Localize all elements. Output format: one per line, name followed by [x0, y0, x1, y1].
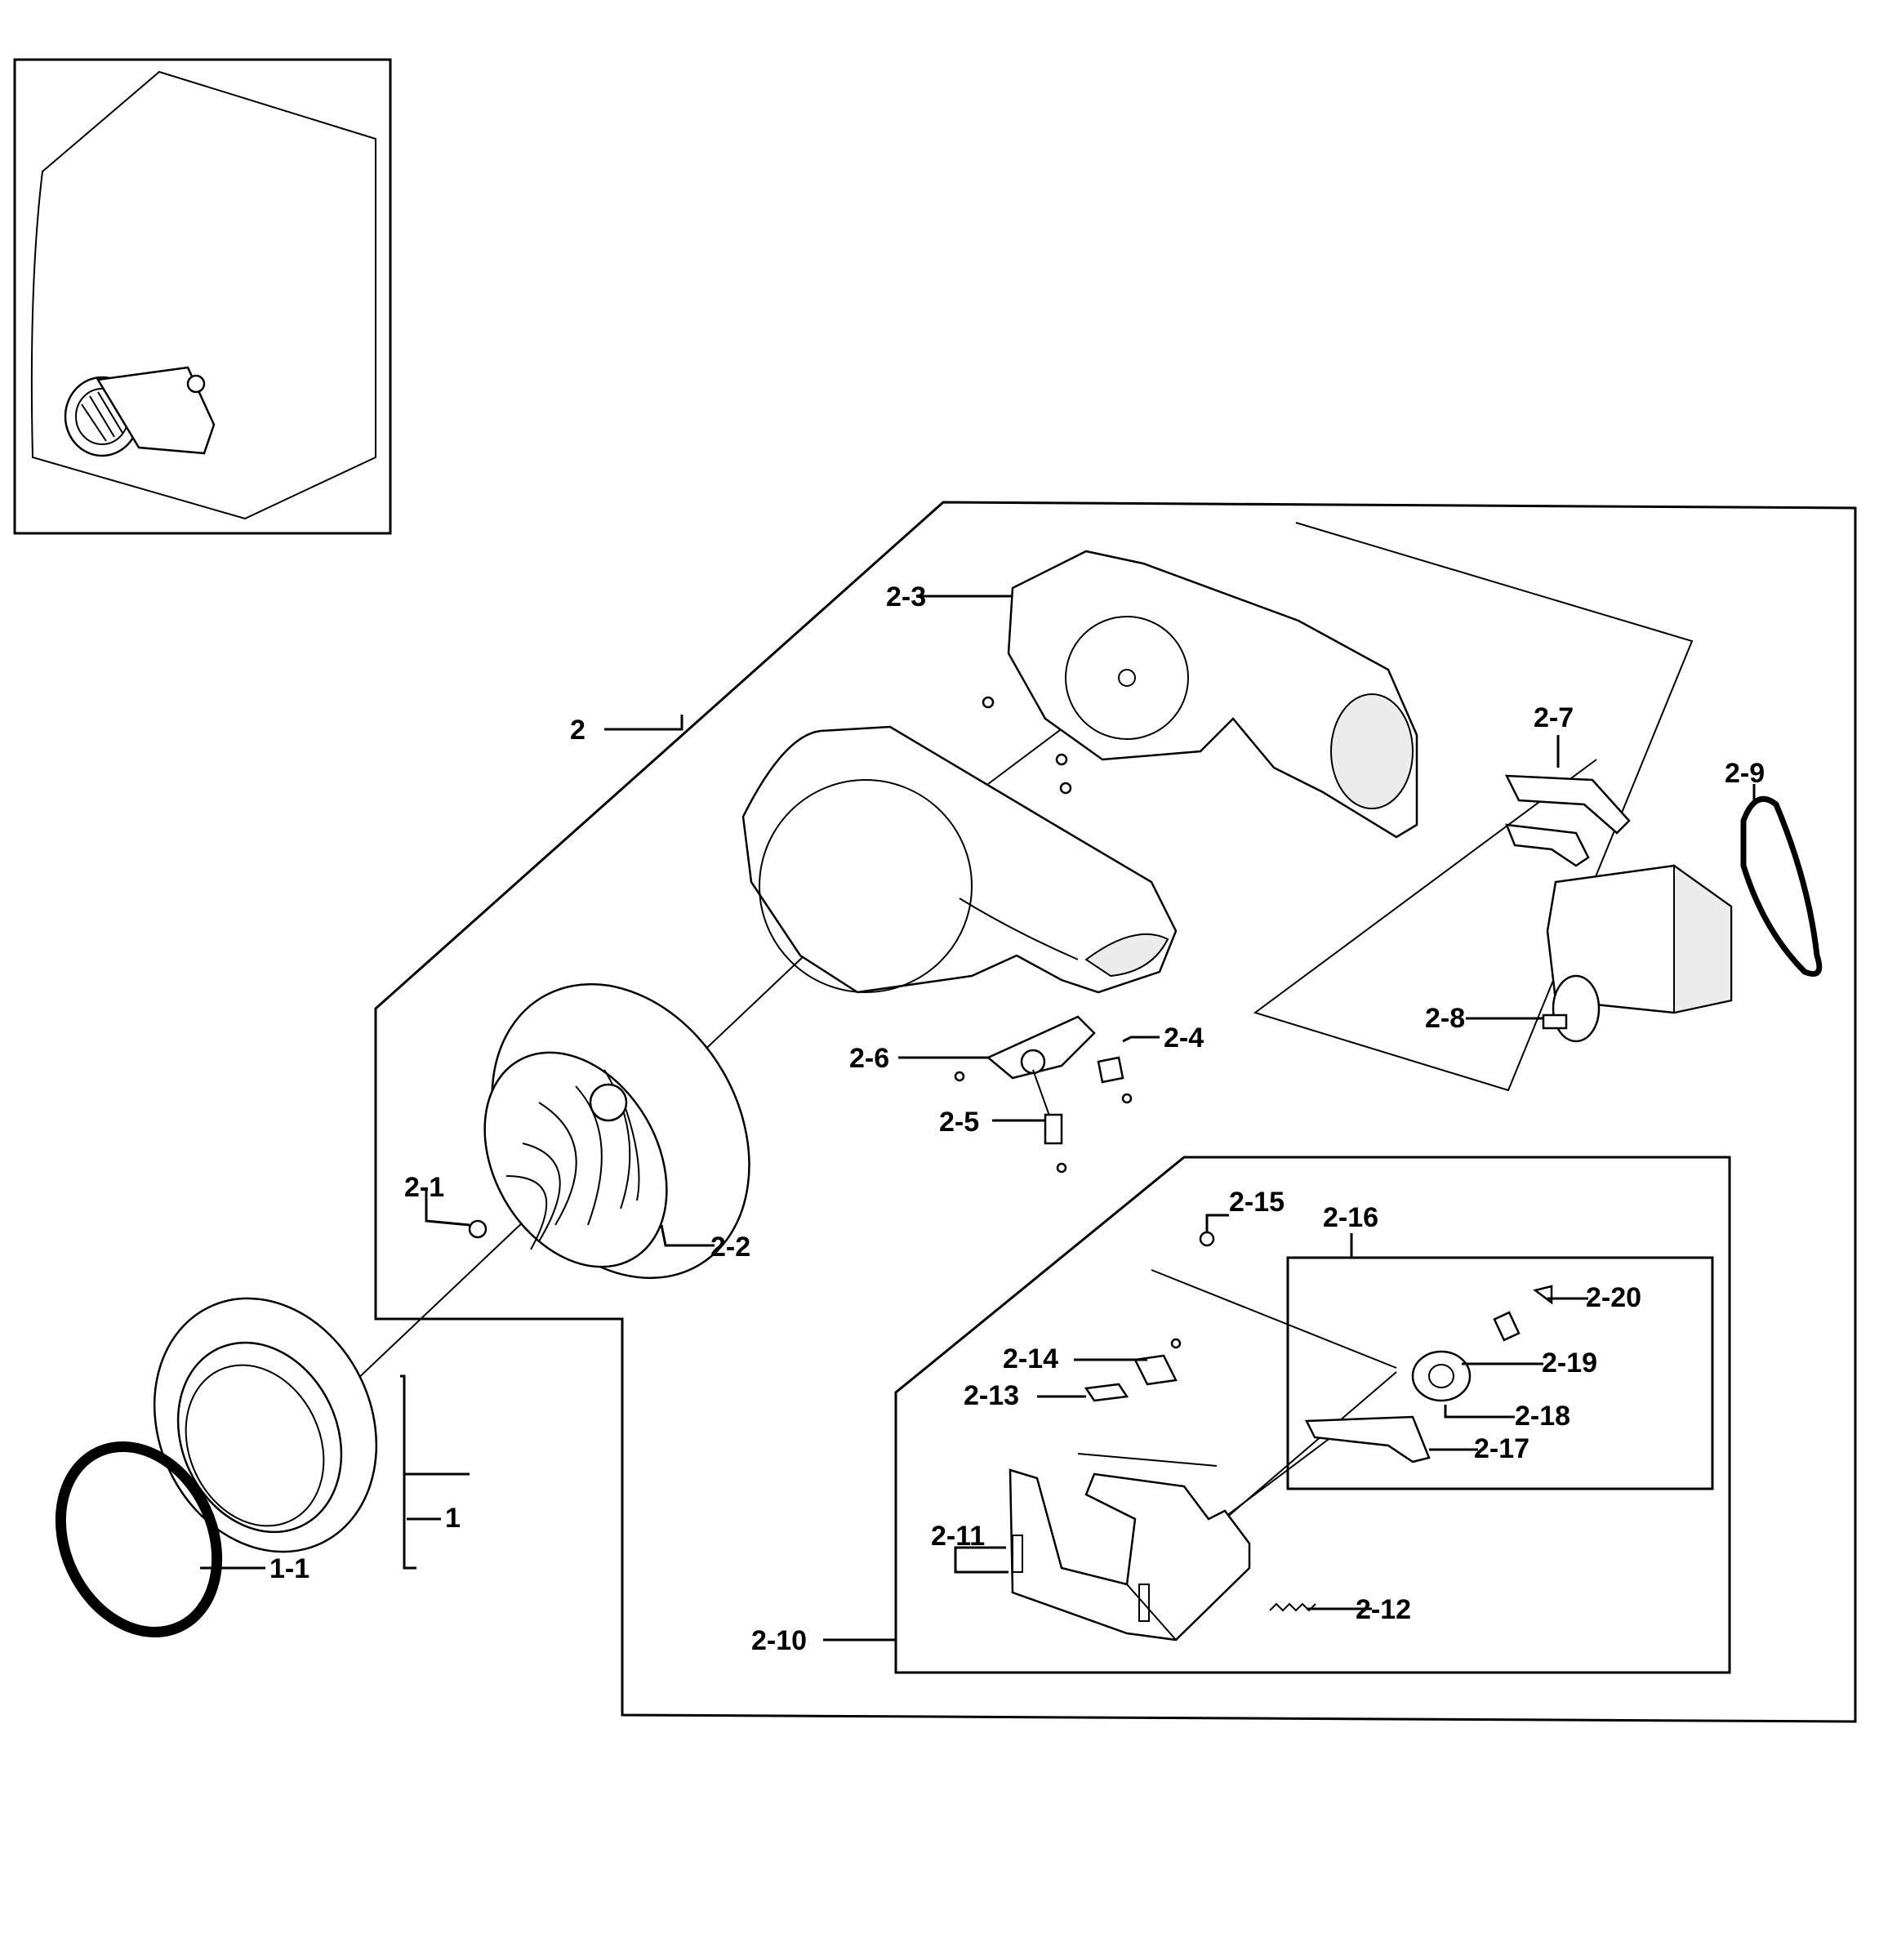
mount-screw [1199, 1231, 1215, 1247]
locator-inset [13, 58, 392, 535]
label-2-12: 2-12 [1356, 1594, 1411, 1625]
label-2-16: 2-16 [1323, 1202, 1378, 1233]
label-2-19: 2-19 [1542, 1348, 1597, 1379]
locator-inset-frame [13, 58, 392, 535]
gasket-ring [55, 1441, 223, 1638]
impeller-fan [483, 982, 750, 1280]
label-2-18: 2-18 [1515, 1401, 1570, 1432]
label-2-15: 2-15 [1229, 1187, 1285, 1218]
leader-lines [200, 595, 1756, 1642]
subassembly-2-10-boundary [894, 1156, 1731, 1674]
idler-pulley-assembly [1305, 1285, 1553, 1463]
label-1: 1 [445, 1503, 461, 1534]
label-2-8: 2-8 [1425, 1003, 1465, 1034]
motor-mount-bracket [954, 1015, 1133, 1174]
assembly-2-boundary [374, 501, 1857, 1723]
label-2-5: 2-5 [939, 1107, 979, 1138]
impeller-nut [468, 1219, 488, 1239]
housing-screws [982, 696, 1072, 795]
label-2-13: 2-13 [964, 1380, 1019, 1411]
label-2-11: 2-11 [931, 1521, 985, 1552]
locator-blower-icon [64, 366, 216, 457]
label-2-17: 2-17 [1474, 1433, 1529, 1464]
label-2: 2 [570, 715, 586, 746]
label-2-10: 2-10 [751, 1625, 807, 1656]
label-2-20: 2-20 [1586, 1282, 1641, 1313]
label-2-3: 2-3 [886, 581, 926, 612]
label-2-2: 2-2 [710, 1232, 750, 1263]
label-2-7: 2-7 [1534, 702, 1574, 733]
front-duct [153, 1297, 378, 1553]
subassembly-2-16-box [1286, 1256, 1714, 1490]
label-2-1: 2-1 [404, 1172, 444, 1203]
motor-reference-plane [1253, 522, 1694, 1092]
drive-belt [1740, 795, 1823, 977]
rear-housing-cover [1007, 550, 1418, 839]
label-2-9: 2-9 [1725, 758, 1765, 789]
blower-housing-front [741, 725, 1178, 994]
switch-clip [1084, 1338, 1182, 1402]
idler-bracket [1009, 1468, 1251, 1642]
belt-clips [1504, 774, 1631, 867]
label-2-4: 2-4 [1164, 1022, 1204, 1054]
label-2-6: 2-6 [849, 1043, 889, 1074]
drive-motor [1542, 864, 1733, 1043]
dryer-cabinet-outline [30, 70, 376, 520]
label-1-1: 1-1 [269, 1553, 309, 1584]
part-labels: 1 1-1 2 2-1 2-2 2-3 2-4 2-5 2-6 2-7 2-8 … [269, 581, 1765, 1656]
label-2-14: 2-14 [1003, 1343, 1058, 1374]
